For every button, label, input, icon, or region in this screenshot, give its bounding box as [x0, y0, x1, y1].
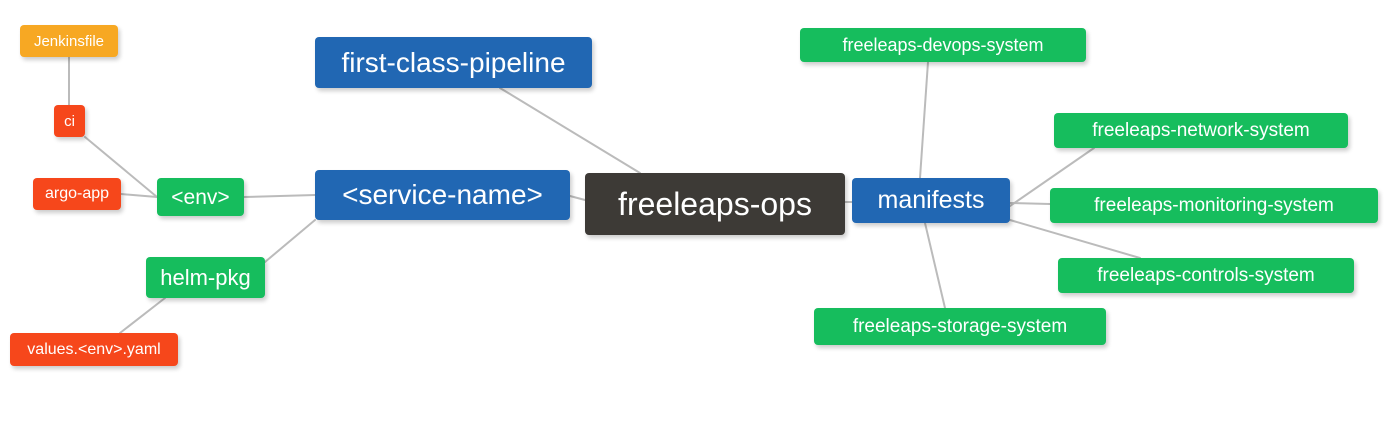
node-values-yaml[interactable]: values.<env>.yaml — [10, 333, 178, 366]
edge-helm-pkg-to-values-yaml — [119, 297, 166, 334]
node-label: freeleaps-monitoring-system — [1094, 195, 1334, 216]
node-ci[interactable]: ci — [54, 105, 85, 137]
node-controls[interactable]: freeleaps-controls-system — [1058, 258, 1354, 293]
node-label: Jenkinsfile — [33, 32, 105, 50]
node-label: <service-name> — [342, 179, 543, 210]
node-jenkinsfile[interactable]: Jenkinsfile — [20, 25, 118, 57]
node-helm-pkg[interactable]: helm-pkg — [146, 257, 265, 298]
edge-manifests-to-monitoring — [1009, 202, 1051, 205]
node-manifests[interactable]: manifests — [852, 178, 1010, 223]
edge-manifests-to-network — [1009, 147, 1095, 207]
edge-argo-app-to-env — [120, 193, 158, 198]
node-label: freeleaps-network-system — [1092, 120, 1310, 141]
node-label: <env> — [171, 185, 230, 209]
edge-manifests-to-devops — [919, 61, 929, 179]
node-label: helm-pkg — [160, 264, 251, 290]
node-devops[interactable]: freeleaps-devops-system — [800, 28, 1086, 62]
node-label: values.<env>.yaml — [27, 340, 161, 358]
node-label: freeleaps-controls-system — [1097, 265, 1315, 286]
node-pipeline[interactable]: first-class-pipeline — [315, 37, 592, 88]
edge-env-to-service-name — [243, 194, 316, 198]
edge-manifests-to-controls — [1009, 219, 1141, 259]
node-label: first-class-pipeline — [341, 46, 566, 78]
node-network[interactable]: freeleaps-network-system — [1054, 113, 1348, 148]
edge-manifests-to-storage — [924, 222, 946, 309]
edge-service-name-to-root — [569, 195, 586, 201]
node-label: freeleaps-devops-system — [842, 35, 1044, 55]
node-argo-app[interactable]: argo-app — [33, 178, 121, 210]
node-label: manifests — [877, 186, 985, 214]
node-storage[interactable]: freeleaps-storage-system — [814, 308, 1106, 345]
node-monitoring[interactable]: freeleaps-monitoring-system — [1050, 188, 1378, 223]
edge-ci-to-env — [84, 136, 158, 198]
node-service-name[interactable]: <service-name> — [315, 170, 570, 220]
node-label: argo-app — [44, 185, 110, 202]
node-env[interactable]: <env> — [157, 178, 244, 216]
edge-pipeline-to-root — [499, 87, 641, 174]
node-label: freeleaps-storage-system — [852, 316, 1068, 337]
node-label: freeleaps-ops — [618, 186, 812, 222]
node-root[interactable]: freeleaps-ops — [585, 173, 845, 235]
edge-service-name-to-helm-pkg — [264, 219, 316, 263]
node-label: ci — [64, 112, 75, 130]
